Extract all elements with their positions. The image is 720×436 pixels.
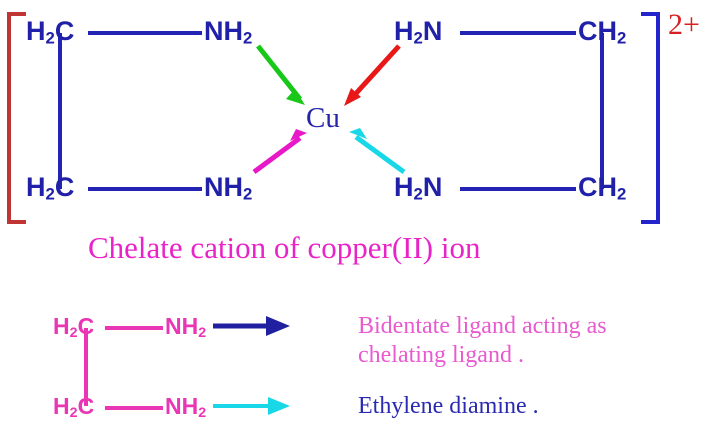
legend-arrow-navy [213,316,290,336]
atom-label-right-bottom-carbon: CH2 [578,172,627,204]
atom-label-left-bottom-carbon: H2C [26,172,75,204]
legend-atom-bottom-carbon: H2C [53,393,95,422]
legend-atom-top-nitrogen: NH2 [165,313,207,342]
bond-left-cc [58,33,62,189]
atom-label-left-top-nitrogen: NH2 [204,16,253,48]
bond-left-top-cn [88,31,202,35]
bond-left-bottom-cn [88,187,202,191]
coordinate-arrow-cyan [349,128,406,175]
bracket-right [641,12,660,224]
atom-label-right-bottom-nitrogen: H2N [394,172,443,204]
legend-entry-bidentate-line1: Bidentate ligand acting as [358,313,607,339]
atom-label-left-top-carbon: H2C [26,16,75,48]
legend-arrow-cyan [213,397,290,415]
charge-label: 2+ [668,8,700,41]
atom-label-left-bottom-nitrogen: NH2 [204,172,253,204]
coordinate-arrow-green [256,44,305,105]
atom-label-right-top-carbon: CH2 [578,16,627,48]
legend-bond-top-cn [105,326,163,330]
bond-right-top-nc [460,31,576,35]
legend-entry-bidentate-line2: chelating ligand . [358,342,524,369]
coordinate-arrow-red [344,44,401,106]
figure-caption: Chelate cation of copper(II) ion [88,230,481,265]
legend-atom-bottom-nitrogen: NH2 [165,393,207,422]
central-metal-label: Cu [306,102,340,134]
legend-bond-cc [84,328,88,406]
bond-right-bottom-nc [460,187,576,191]
legend-atom-top-carbon: H2C [53,313,95,342]
bond-right-cc [600,33,604,189]
coordinate-arrow-magenta [252,129,307,175]
legend-entry-ethylenediamine: Ethylene diamine . [358,392,539,421]
atom-label-right-top-nitrogen: H2N [394,16,443,48]
legend-bond-bottom-cn [105,406,163,410]
bracket-left [7,12,26,224]
legend-entry-bidentate: Bidentate ligand acting as chelating lig… [358,312,607,371]
legend-entry-ethylenediamine-line1: Ethylene diamine . [358,393,539,419]
